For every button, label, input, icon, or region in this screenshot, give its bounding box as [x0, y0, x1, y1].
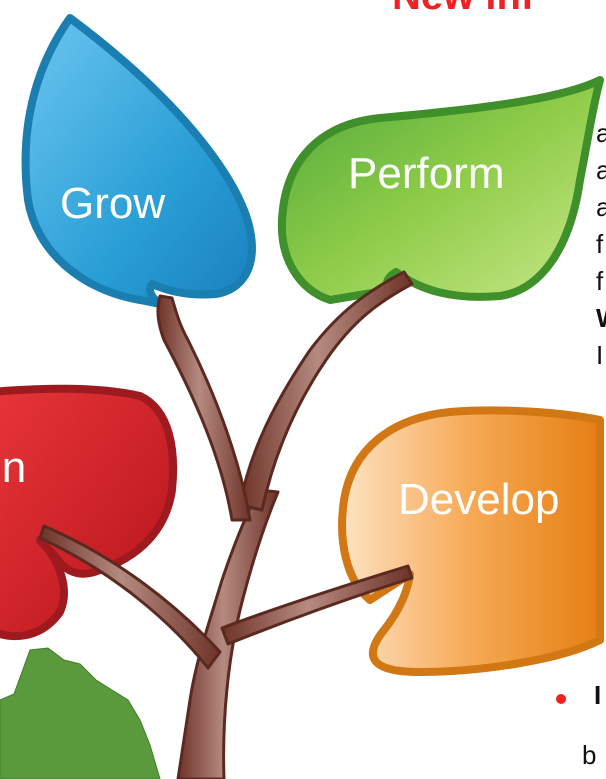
side-fragment: f	[596, 266, 604, 296]
train-label: in	[0, 443, 26, 492]
grow-leaf	[21, 14, 256, 308]
ground-shape	[0, 647, 161, 779]
side-fragment: a	[596, 192, 606, 222]
bottom-fragment: b	[582, 740, 597, 770]
side-fragment: I	[596, 340, 604, 370]
side-fragment: f	[596, 229, 604, 259]
develop-label: Develop	[398, 475, 559, 524]
side-fragment: W	[596, 303, 606, 334]
side-fragment: a	[596, 155, 606, 185]
train-leaf	[0, 384, 178, 641]
perform-label: Perform	[348, 149, 504, 198]
grow-label: Grow	[60, 179, 165, 228]
develop-leaf	[338, 406, 604, 676]
tree-trunk	[38, 270, 414, 779]
side-fragment: a	[596, 118, 606, 148]
bullet-icon	[556, 694, 566, 704]
slide-title: New inf	[392, 0, 534, 19]
bottom-fragment: I	[594, 680, 602, 710]
